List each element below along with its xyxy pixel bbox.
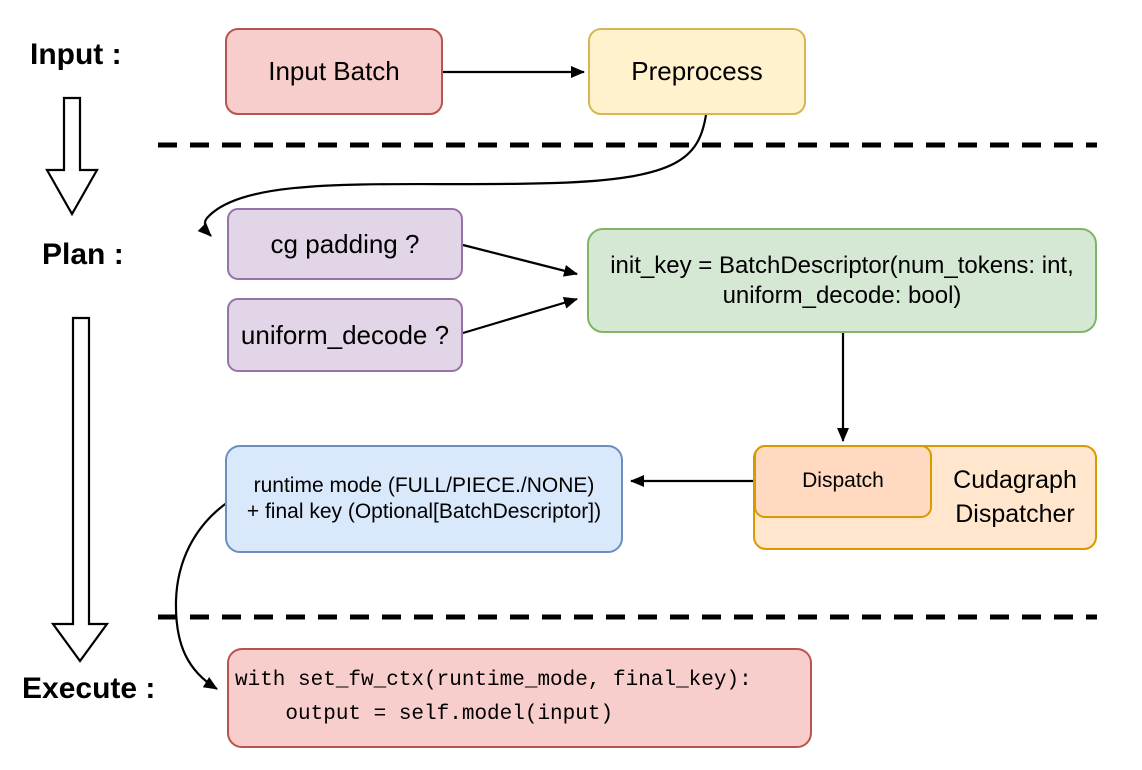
- execute-code-line1: with set_fw_ctx(runtime_mode, final_key)…: [235, 669, 752, 692]
- node-init-key-line2: uniform_decode: bool): [722, 281, 962, 309]
- node-dispatch: Dispatch: [754, 445, 932, 518]
- node-runtime-result-line1: runtime mode (FULL/PIECE./NONE): [253, 473, 595, 497]
- node-runtime-result: runtime mode (FULL/PIECE./NONE) + final …: [225, 445, 623, 553]
- node-preprocess-label: Preprocess: [631, 56, 763, 87]
- node-cg-padding: cg padding ?: [227, 208, 463, 280]
- node-dispatch-label: Dispatch: [802, 469, 884, 493]
- arrow-cgpadding-to-initkey: [462, 243, 578, 277]
- arrow-runtime-to-execute: [174, 501, 229, 690]
- node-cudagraph-dispatcher-label: Cudagraph Dispatcher: [933, 455, 1097, 540]
- node-init-key-line1: init_key = BatchDescriptor(num_tokens: i…: [610, 251, 1074, 279]
- stage-label-input: Input :: [30, 38, 122, 71]
- stage-label-execute: Execute :: [22, 672, 156, 705]
- node-execute-code: with set_fw_ctx(runtime_mode, final_key)…: [227, 648, 812, 748]
- input-stage-down-arrow-icon: [45, 96, 99, 217]
- node-uniform-decode-label: uniform_decode ?: [240, 319, 450, 350]
- node-runtime-result-line2: + final key (Optional[BatchDescriptor]): [246, 500, 602, 523]
- cudagraph-label-line2: Dispatcher: [955, 499, 1075, 528]
- node-input-batch: Input Batch: [225, 28, 443, 115]
- plan-stage-down-arrow-icon: [50, 316, 110, 663]
- cudagraph-label-line1: Cudagraph: [953, 465, 1077, 494]
- node-uniform-decode: uniform_decode ?: [227, 298, 463, 372]
- execute-code-line2: output = self.model(input): [235, 703, 614, 726]
- arrow-uniformdecode-to-initkey: [462, 296, 578, 335]
- node-preprocess: Preprocess: [588, 28, 806, 115]
- node-input-batch-label: Input Batch: [268, 56, 400, 87]
- stage-label-plan: Plan :: [42, 238, 124, 271]
- node-cg-padding-label: cg padding ?: [270, 228, 420, 259]
- node-init-key: init_key = BatchDescriptor(num_tokens: i…: [587, 228, 1097, 333]
